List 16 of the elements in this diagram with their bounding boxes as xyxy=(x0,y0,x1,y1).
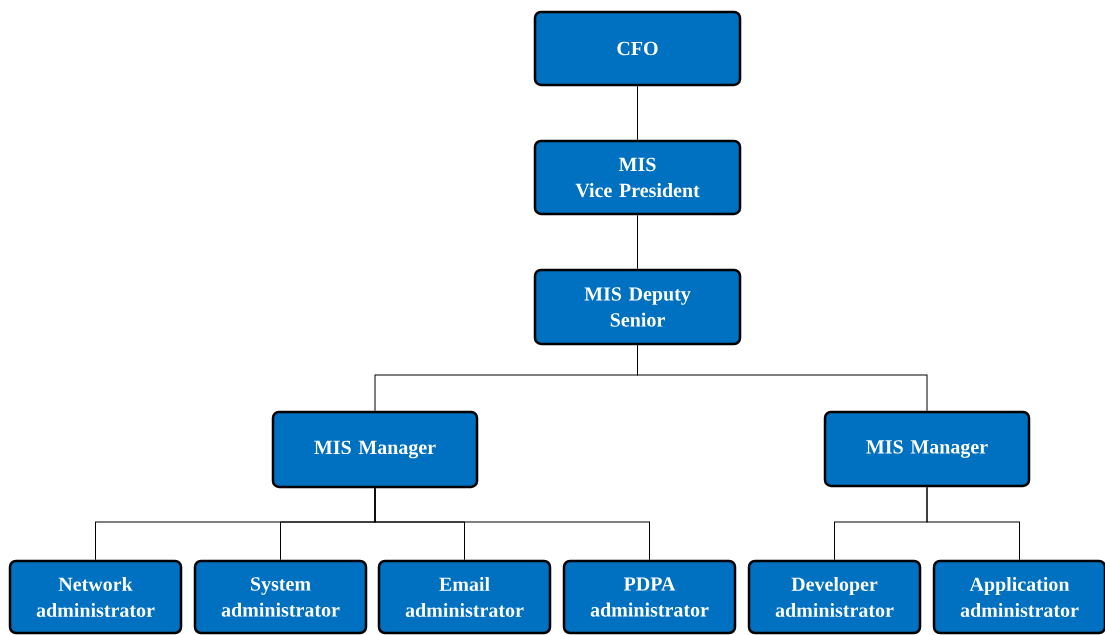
role-box: System administrator xyxy=(193,559,368,635)
role-box: MIS Manager xyxy=(823,410,1031,488)
connector-line xyxy=(637,344,928,412)
connector-line xyxy=(926,486,1020,561)
role-box: Application administrator xyxy=(932,559,1105,635)
role-box: MIS Vice President xyxy=(533,139,742,216)
role-box: MIS Deputy Senior xyxy=(533,268,742,346)
role-box: PDPA administrator xyxy=(562,559,737,635)
role-box: Email administrator xyxy=(377,559,552,635)
role-box: Developer administrator xyxy=(747,559,922,635)
connector-line xyxy=(374,487,650,561)
connector-line xyxy=(637,85,638,141)
role-box: CFO xyxy=(533,10,742,87)
connector-line xyxy=(637,214,638,270)
role-box: MIS Manager xyxy=(271,410,479,489)
role-box: Network administrator xyxy=(8,559,183,635)
